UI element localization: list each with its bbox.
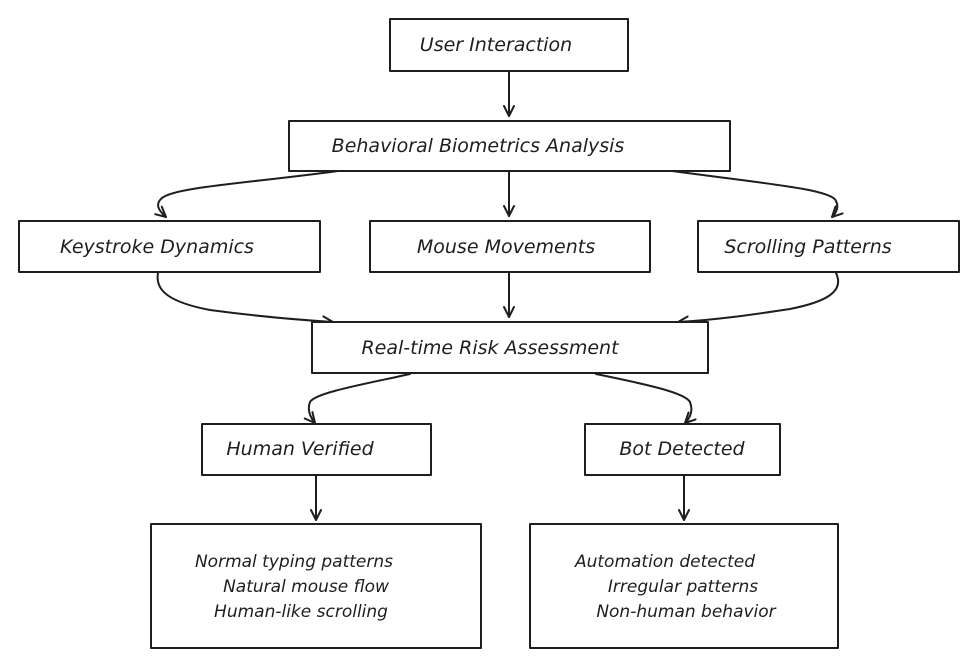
node-mouse-movements-label: Mouse Movements xyxy=(417,236,595,258)
node-behavioral-biometrics-box xyxy=(288,120,731,172)
edge-keystroke-to-risk xyxy=(156,272,334,328)
node-human-details: Normal typing patterns Natural mouse flo… xyxy=(150,523,482,649)
edges xyxy=(154,71,844,521)
bot-detail-line-2: Irregular patterns xyxy=(608,577,758,597)
node-user-interaction-label: User Interaction xyxy=(420,34,572,56)
node-scrolling-patterns-label: Scrolling Patterns xyxy=(724,236,891,258)
node-behavioral-biometrics-label: Behavioral Biometrics Analysis xyxy=(332,135,625,157)
human-detail-line-2: Natural mouse flow xyxy=(223,577,389,597)
node-keystroke-dynamics-box xyxy=(18,220,321,273)
node-risk-assessment-box xyxy=(311,321,709,374)
node-mouse-movements-box xyxy=(369,220,651,273)
human-detail-line-3: Human-like scrolling xyxy=(214,602,388,622)
edge-risk-to-human xyxy=(303,373,411,424)
edge-biometrics-to-keystroke xyxy=(154,170,339,218)
node-user-interaction: User Interaction xyxy=(389,18,629,72)
node-bot-detected-box xyxy=(584,423,781,476)
node-human-verified-label: Human Verified xyxy=(226,438,374,460)
node-human-verified: Human Verified xyxy=(201,423,432,476)
node-risk-assessment: Real-time Risk Assessment xyxy=(311,321,709,374)
human-detail-line-1: Normal typing patterns xyxy=(195,552,393,572)
node-bot-details: Automation detected Irregular patterns N… xyxy=(529,523,839,649)
node-human-verified-box xyxy=(201,423,432,476)
bot-detail-line-3: Non-human behavior xyxy=(596,602,776,622)
node-scrolling-patterns: Scrolling Patterns xyxy=(697,220,960,273)
node-user-interaction-box xyxy=(389,18,629,72)
node-bot-details-box xyxy=(529,523,839,649)
node-risk-assessment-label: Real-time Risk Assessment xyxy=(361,337,620,359)
node-mouse-movements: Mouse Movements xyxy=(369,220,651,273)
node-human-details-box xyxy=(150,523,482,649)
edge-biometrics-to-scrolling xyxy=(671,170,844,218)
bot-detail-line-1: Automation detected xyxy=(574,552,755,572)
node-bot-detected: Bot Detected xyxy=(584,423,781,476)
node-bot-detected-label: Bot Detected xyxy=(619,438,745,460)
node-keystroke-dynamics-label: Keystroke Dynamics xyxy=(60,236,254,258)
edge-risk-to-bot xyxy=(595,373,697,424)
edge-scrolling-to-risk xyxy=(677,272,839,328)
node-scrolling-patterns-box xyxy=(697,220,960,273)
node-behavioral-biometrics: Behavioral Biometrics Analysis xyxy=(288,120,731,172)
node-keystroke-dynamics: Keystroke Dynamics xyxy=(18,220,321,273)
